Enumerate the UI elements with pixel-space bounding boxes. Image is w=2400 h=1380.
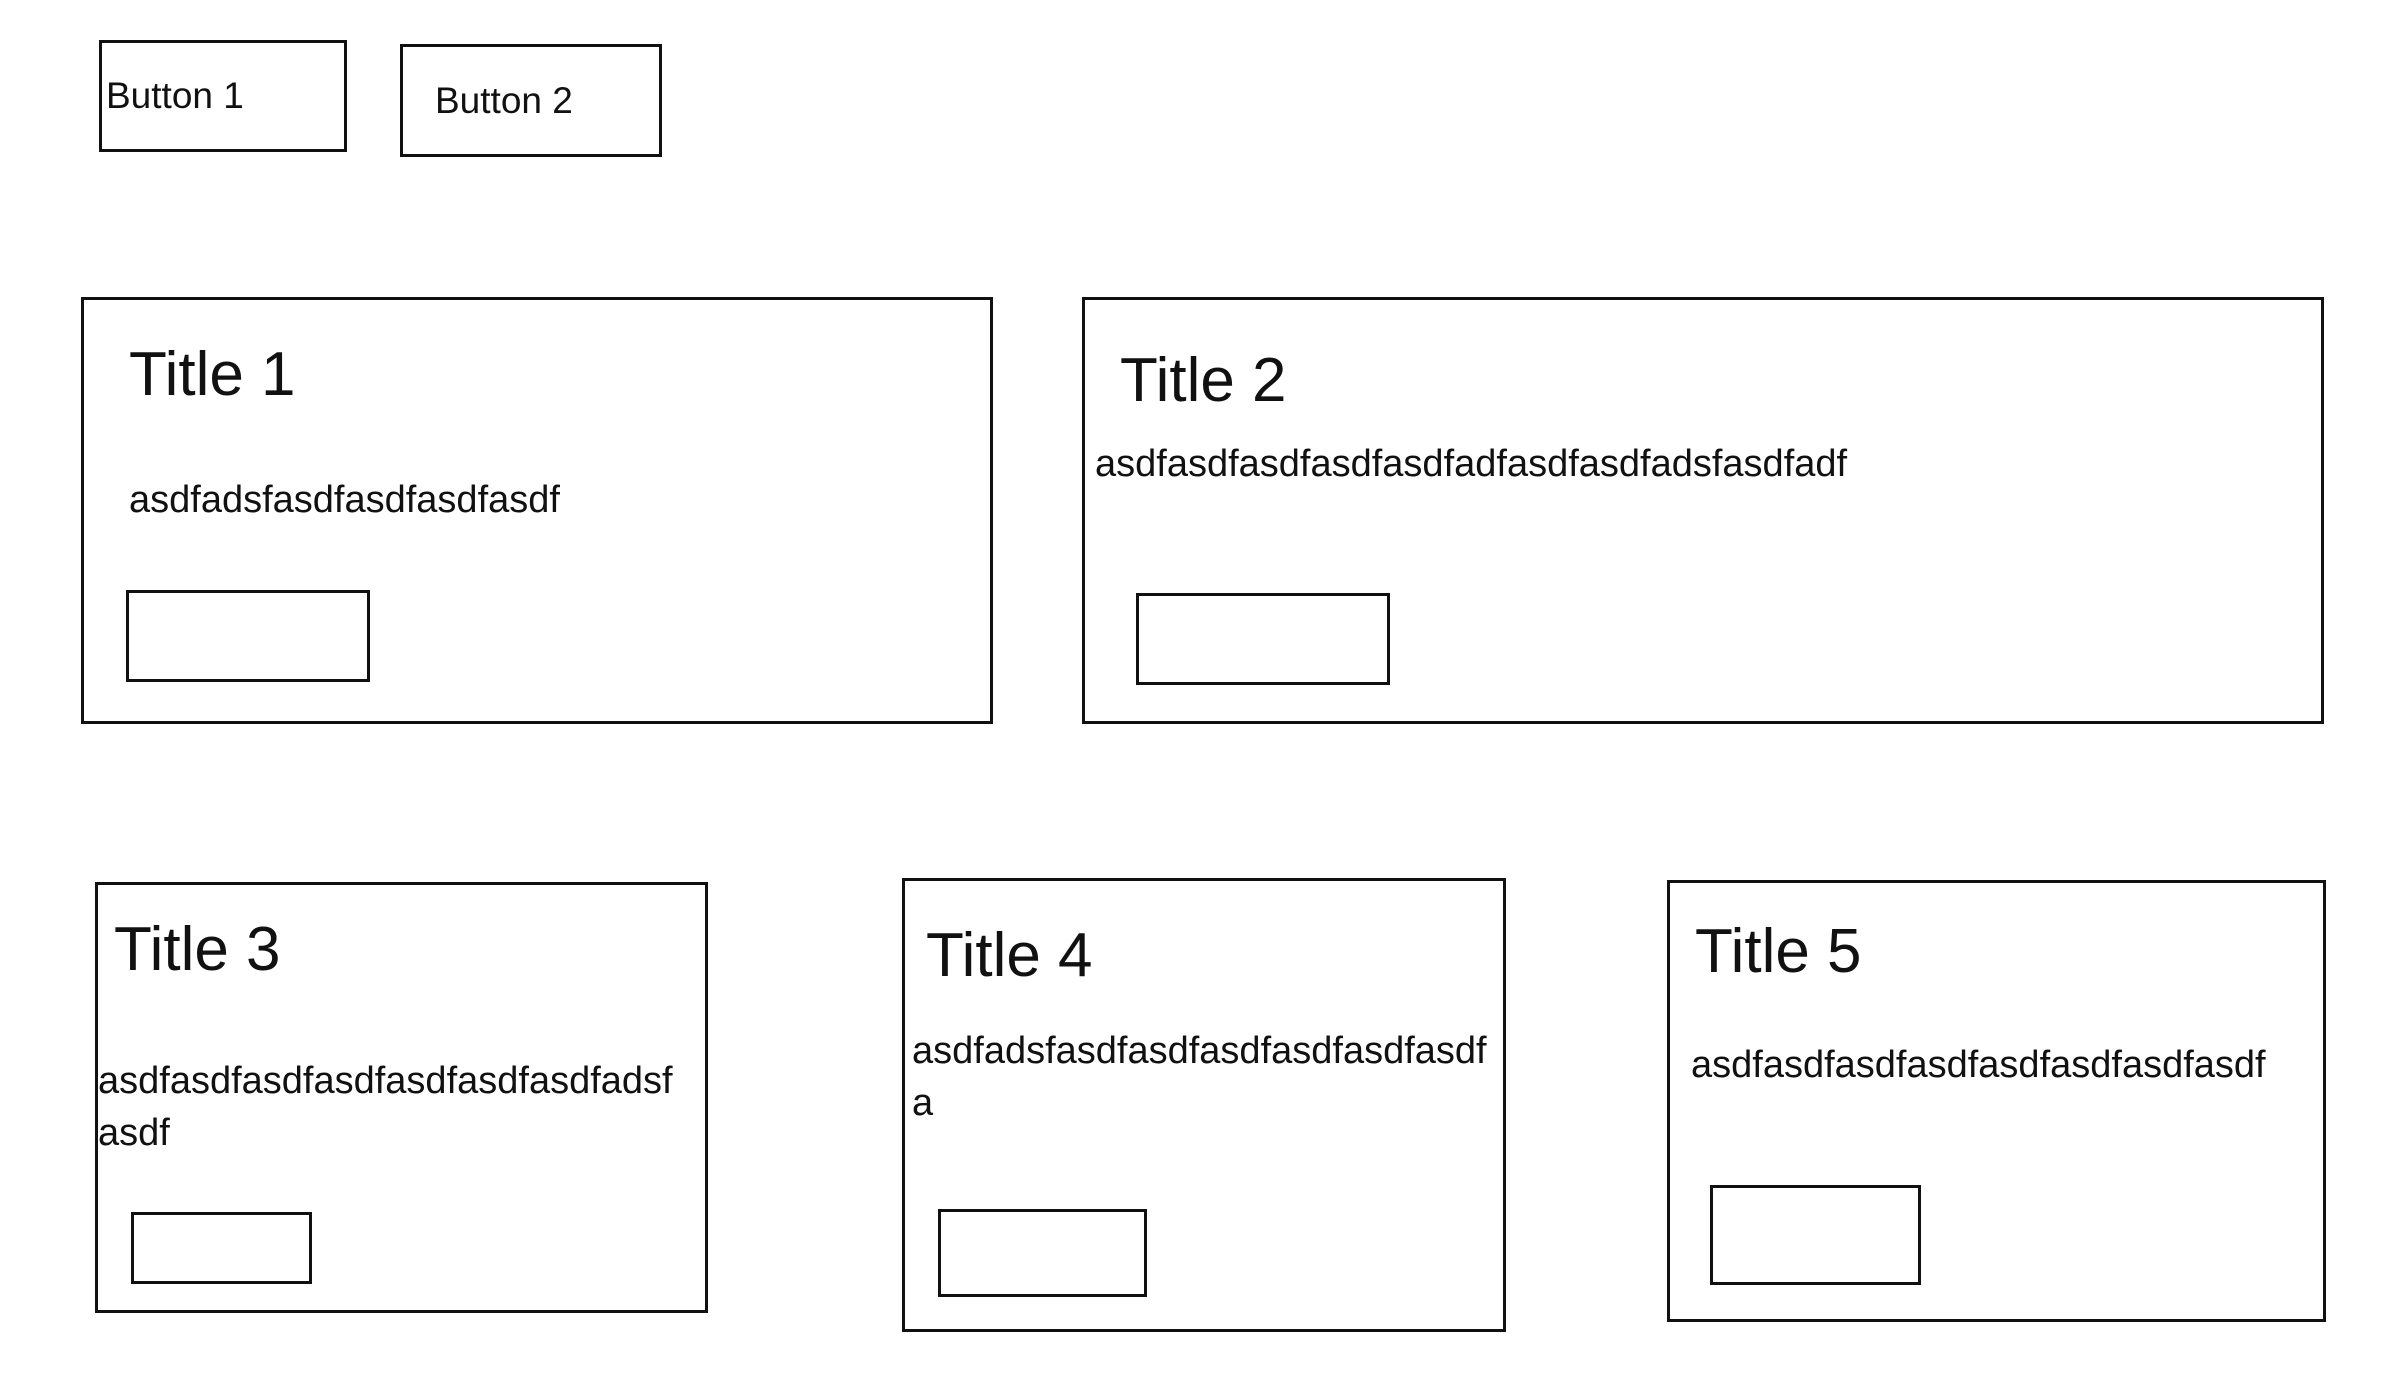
card-2-body: asdfasdfasdfasdfasdfadfasdfasdfadsfasdfa…: [1095, 443, 1848, 485]
card-1-body: asdfadsfasdfasdfasdfasdf: [129, 479, 560, 521]
button-1[interactable]: Button 1: [99, 40, 347, 152]
card-1-title: Title 1: [129, 340, 296, 409]
card-5-action-button[interactable]: [1710, 1185, 1921, 1285]
card-2: Title 2 asdfasdfasdfasdfasdfadfasdfasdfa…: [1082, 297, 2324, 724]
card-4-title: Title 4: [926, 921, 1093, 990]
button-2-label: Button 2: [435, 79, 573, 121]
card-3-body: asdfasdfasdfasdfasdfasdfasdfadsfasdf: [98, 1060, 673, 1154]
button-1-label: Button 1: [106, 75, 244, 116]
card-4-action-button[interactable]: [938, 1209, 1147, 1297]
card-4: Title 4 asdfadsfasdfasdfasdfasdfasdfasdf…: [902, 878, 1506, 1332]
card-3-title: Title 3: [114, 915, 281, 984]
card-5-title: Title 5: [1695, 917, 1862, 986]
card-3-action-button[interactable]: [131, 1212, 312, 1284]
card-1: Title 1 asdfadsfasdfasdfasdfasdf: [81, 297, 993, 724]
card-3: Title 3 asdfasdfasdfasdfasdfasdfasdfadsf…: [95, 882, 708, 1313]
card-2-action-button[interactable]: [1136, 593, 1390, 685]
card-5-body: asdfasdfasdfasdfasdfasdfasdfasdf: [1691, 1044, 2266, 1086]
card-1-action-button[interactable]: [126, 590, 370, 682]
card-5: Title 5 asdfasdfasdfasdfasdfasdfasdfasdf: [1667, 880, 2326, 1322]
card-2-title: Title 2: [1120, 346, 1287, 415]
button-2[interactable]: Button 2: [400, 44, 662, 157]
card-4-body: asdfadsfasdfasdfasdfasdfasdfasdfa: [912, 1030, 1487, 1124]
